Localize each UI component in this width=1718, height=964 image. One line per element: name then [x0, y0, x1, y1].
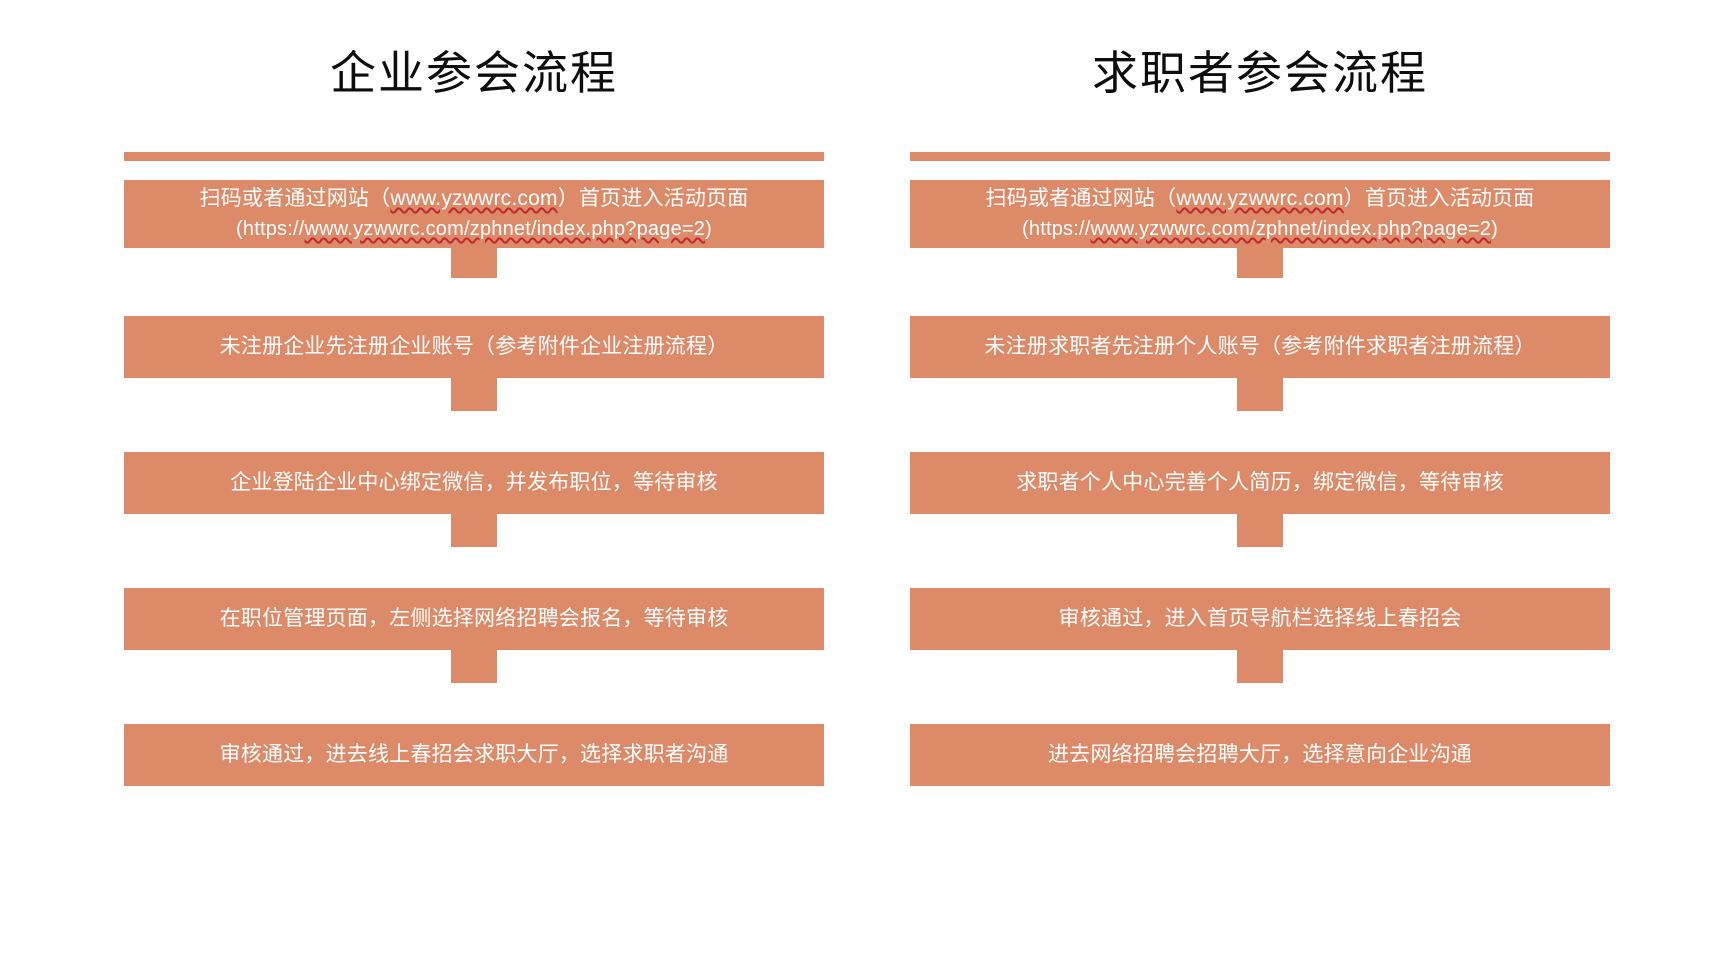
- enterprise-connector-3: [124, 514, 824, 588]
- down-arrow-icon: [419, 248, 529, 316]
- jobseeker-step-1-line1-url: www.yzwwrc.com: [1176, 187, 1344, 210]
- enterprise-step-5-text: 审核通过，进去线上春招会求职大厅，选择求职者沟通: [219, 743, 729, 766]
- enterprise-step-1-line2-prefix: (https://: [236, 218, 305, 240]
- enterprise-step-5[interactable]: 审核通过，进去线上春招会求职大厅，选择求职者沟通: [124, 724, 824, 786]
- enterprise-step-1[interactable]: 扫码或者通过网站（www.yzwwrc.com）首页进入活动页面 (https:…: [124, 180, 824, 248]
- enterprise-step-1-line1-url: www.yzwwrc.com: [390, 187, 558, 210]
- enterprise-accent-bar: [124, 152, 824, 161]
- jobseeker-accent-bar: [910, 152, 1610, 161]
- down-arrow-icon: [1205, 378, 1315, 452]
- jobseeker-step-5[interactable]: 进去网络招聘会招聘大厅，选择意向企业沟通: [910, 724, 1610, 786]
- jobseeker-connector-3: [910, 514, 1610, 588]
- enterprise-column-title: 企业参会流程: [330, 47, 618, 99]
- enterprise-step-1-text: 扫码或者通过网站（www.yzwwrc.com）首页进入活动页面 (https:…: [200, 184, 749, 244]
- down-arrow-icon: [1205, 514, 1315, 588]
- enterprise-connector-1: [124, 248, 824, 316]
- jobseeker-step-1-text: 扫码或者通过网站（www.yzwwrc.com）首页进入活动页面 (https:…: [986, 184, 1535, 244]
- enterprise-flow-column: 企业参会流程 扫码或者通过网站（www.yzwwrc.com）首页进入活动页面 …: [124, 0, 824, 964]
- down-arrow-icon: [1205, 650, 1315, 724]
- jobseeker-step-4-text: 审核通过，进入首页导航栏选择线上春招会: [1058, 607, 1462, 630]
- enterprise-step-2[interactable]: 未注册企业先注册企业账号（参考附件企业注册流程）: [124, 316, 824, 378]
- down-arrow-icon: [419, 650, 529, 724]
- enterprise-connector-4: [124, 650, 824, 724]
- jobseeker-step-5-text: 进去网络招聘会招聘大厅，选择意向企业沟通: [1048, 743, 1472, 766]
- jobseeker-step-1[interactable]: 扫码或者通过网站（www.yzwwrc.com）首页进入活动页面 (https:…: [910, 180, 1610, 248]
- jobseeker-step-1-line1-prefix: 扫码或者通过网站（: [985, 187, 1177, 210]
- jobseeker-step-1-line2-suffix: ): [1491, 218, 1498, 240]
- enterprise-step-3-text: 企业登陆企业中心绑定微信，并发布职位，等待审核: [230, 471, 718, 494]
- enterprise-flow-steps: 扫码或者通过网站（www.yzwwrc.com）首页进入活动页面 (https:…: [124, 180, 824, 786]
- jobseeker-step-1-line1-suffix: ）首页进入活动页面: [1343, 187, 1535, 210]
- enterprise-step-1-line2-suffix: ): [705, 218, 712, 240]
- jobseeker-flow-steps: 扫码或者通过网站（www.yzwwrc.com）首页进入活动页面 (https:…: [910, 180, 1610, 786]
- jobseeker-step-2-text: 未注册求职者先注册个人账号（参考附件求职者注册流程）: [984, 335, 1536, 358]
- down-arrow-icon: [419, 514, 529, 588]
- jobseeker-connector-1: [910, 248, 1610, 316]
- enterprise-step-3[interactable]: 企业登陆企业中心绑定微信，并发布职位，等待审核: [124, 452, 824, 514]
- down-arrow-icon: [1205, 248, 1315, 316]
- jobseeker-connector-2: [910, 378, 1610, 452]
- jobseeker-step-1-line2-prefix: (https://: [1022, 218, 1091, 240]
- enterprise-step-1-line2-url: www.yzwwrc.com/zphnet/index.php?page=2: [304, 218, 706, 240]
- jobseeker-column-title: 求职者参会流程: [1092, 47, 1428, 99]
- jobseeker-flow-column: 求职者参会流程 扫码或者通过网站（www.yzwwrc.com）首页进入活动页面…: [910, 0, 1610, 964]
- enterprise-step-4[interactable]: 在职位管理页面，左侧选择网络招聘会报名，等待审核: [124, 588, 824, 650]
- enterprise-step-4-text: 在职位管理页面，左侧选择网络招聘会报名，等待审核: [219, 607, 729, 630]
- enterprise-connector-2: [124, 378, 824, 452]
- jobseeker-step-4[interactable]: 审核通过，进入首页导航栏选择线上春招会: [910, 588, 1610, 650]
- down-arrow-icon: [419, 378, 529, 452]
- enterprise-step-2-text: 未注册企业先注册企业账号（参考附件企业注册流程）: [219, 335, 729, 358]
- jobseeker-step-1-line2-url: www.yzwwrc.com/zphnet/index.php?page=2: [1090, 218, 1492, 240]
- jobseeker-step-3-text: 求职者个人中心完善个人简历，绑定微信，等待审核: [1016, 471, 1504, 494]
- enterprise-step-1-line1-prefix: 扫码或者通过网站（: [199, 187, 391, 210]
- jobseeker-connector-4: [910, 650, 1610, 724]
- enterprise-step-1-line1-suffix: ）首页进入活动页面: [557, 187, 749, 210]
- jobseeker-step-3[interactable]: 求职者个人中心完善个人简历，绑定微信，等待审核: [910, 452, 1610, 514]
- jobseeker-step-2[interactable]: 未注册求职者先注册个人账号（参考附件求职者注册流程）: [910, 316, 1610, 378]
